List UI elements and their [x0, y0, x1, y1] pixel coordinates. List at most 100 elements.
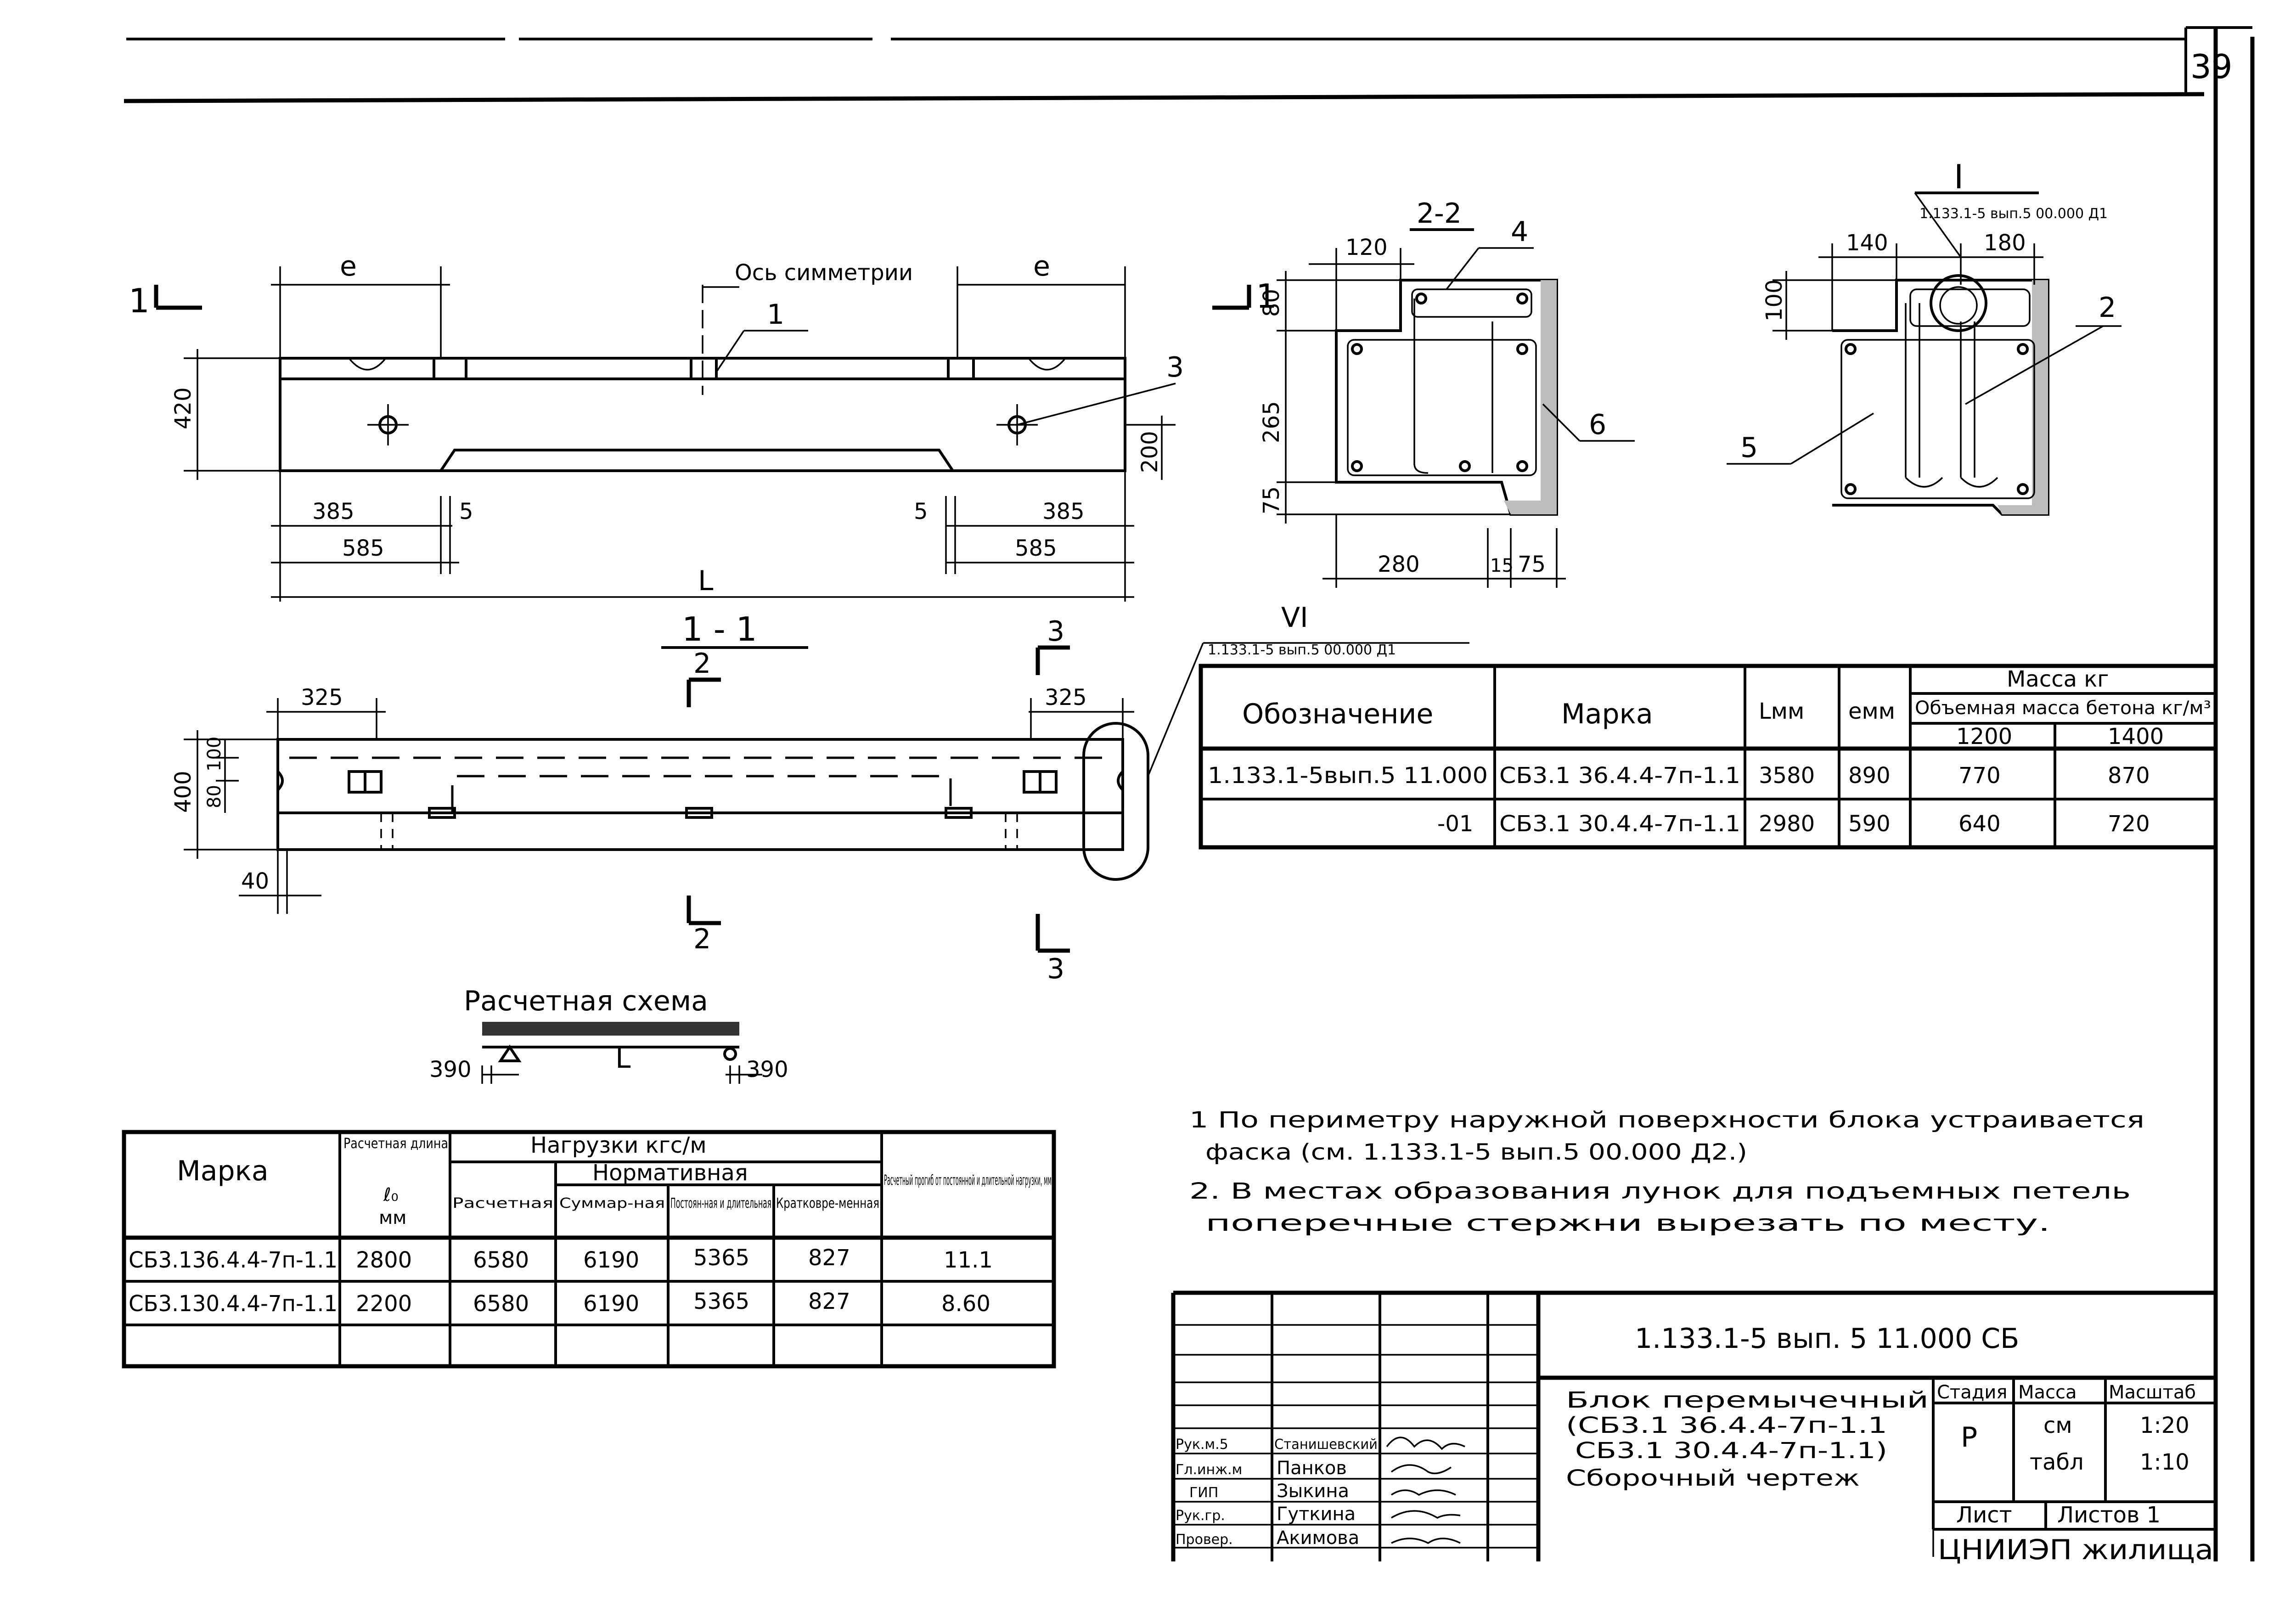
loads-header-mark: Марка [177, 1155, 269, 1187]
dim-80-vert: 80 [1259, 289, 1284, 317]
node-I-dim-100: 100 [1761, 279, 1787, 321]
design-scheme [481, 1022, 762, 1084]
loads-header-permanent: Постоян-ная и длительная [670, 1195, 771, 1211]
section-mark-3-bottom: 3 [1047, 953, 1064, 985]
loads-row-1-mark: СБ3.136.4.4-7п-1.1 [129, 1247, 338, 1273]
marks-row-2-designation: -01 [1437, 811, 1473, 837]
loads-row-1-design: 6580 [473, 1247, 529, 1273]
title-code: 1.133.1-5 вып. 5 11.000 СБ [1635, 1323, 2019, 1355]
dim-265: 265 [1259, 401, 1284, 443]
signature-name-1: Станишевский [1274, 1437, 1378, 1453]
title-name-line-2: (СБ3.1 36.4.4-7п-1.1 [1566, 1413, 1887, 1438]
section-2-2 [1277, 228, 1635, 588]
node-I-title: I [1954, 158, 1964, 196]
marks-row-2-e: 590 [1848, 811, 1891, 837]
dim-585-right: 585 [1015, 535, 1057, 561]
loads-row-2-deflection: 8.60 [941, 1291, 990, 1317]
dim-e-left: e [340, 250, 357, 282]
marks-header-1200: 1200 [1956, 724, 2012, 749]
stage-label: Стадия [1937, 1382, 2007, 1403]
scale-value-2: 1:10 [2140, 1449, 2189, 1475]
signature-name-2: Панков [1277, 1458, 1347, 1479]
marks-header-1400: 1400 [2108, 724, 2164, 749]
loads-header-l0: ℓ₀ [383, 1184, 399, 1206]
callout-6: 6 [1589, 409, 1606, 441]
marks-row-1-L: 3580 [1759, 763, 1815, 789]
loads-row-1-permanent: 5365 [693, 1245, 749, 1271]
marks-header-designation: Обозначение [1242, 698, 1433, 730]
note-2-line-2: поперечные стержни вырезать по месту. [1205, 1211, 2050, 1236]
node-I [1727, 192, 2122, 516]
node-I-dim-180: 180 [1984, 230, 2026, 256]
node-VI-ref: 1.133.1-5 вып.5 00.000 Д1 [1208, 642, 1396, 658]
signature-scribbles [1386, 1437, 1465, 1544]
dim-L: L [698, 565, 714, 597]
marks-row-2-m1200: 640 [1958, 811, 2001, 837]
dim-75-vert: 75 [1259, 486, 1284, 514]
signature-role-3: ГИП [1189, 1485, 1218, 1501]
page-number: 39 [2190, 47, 2233, 86]
title-name-line-1: Блок перемычечный [1566, 1387, 1929, 1413]
sheet-label: Лист [1956, 1502, 2012, 1528]
marks-row-1-designation: 1.133.1-5вып.5 11.000 [1208, 763, 1488, 789]
title-name-line-3: СБ3.1 30.4.4-7п-1.1) [1575, 1438, 1887, 1464]
marks-row-1-m1200: 770 [1958, 763, 2001, 789]
loads-row-2-length: 2200 [356, 1291, 412, 1317]
marks-header-L: Lмм [1759, 699, 1804, 724]
marks-row-1-m1400: 870 [2108, 763, 2150, 789]
section-2-2-title: 2-2 [1417, 197, 1462, 230]
section-1-1-title: 1 - 1 [682, 610, 757, 648]
note-2-line-1: 2. В местах образования лунок для подъем… [1189, 1178, 2131, 1204]
dim-100: 100 [204, 737, 225, 772]
marks-header-mass: Масса кг [2007, 666, 2109, 692]
marks-row-2-m1400: 720 [2108, 811, 2150, 837]
dim-385-right: 385 [1042, 499, 1085, 524]
dim-280: 280 [1378, 552, 1420, 577]
loads-row-1-deflection: 11.1 [944, 1247, 993, 1273]
callout-3: 3 [1166, 351, 1184, 383]
loads-header-total: Суммар-ная [559, 1195, 665, 1211]
section-mark-3-top: 3 [1047, 615, 1064, 648]
organization: ЦНИИЭП жилища [1938, 1534, 2213, 1566]
loads-row-2-mark: СБ3.130.4.4-7п-1.1 [129, 1291, 338, 1317]
mass-value-2: табл [2030, 1449, 2084, 1475]
symmetry-axis-label: Ось симметрии [735, 260, 913, 286]
dim-385-left: 385 [312, 499, 355, 524]
section-1-1 [184, 642, 1469, 953]
title-block [1171, 1290, 2216, 1561]
dim-5-right: 5 [914, 499, 928, 524]
callout-1: 1 [767, 299, 784, 331]
signature-role-4: Рук.гр. [1176, 1508, 1225, 1524]
mass-value-1: см [2043, 1413, 2072, 1438]
loads-row-2-total: 6190 [583, 1291, 639, 1317]
dim-height-420: 420 [170, 387, 196, 429]
scale-value-1: 1:20 [2140, 1413, 2189, 1438]
dim-80: 80 [204, 785, 225, 808]
dim-325-right: 325 [1045, 685, 1087, 710]
loads-row-2-design: 6580 [473, 1291, 529, 1317]
marks-header-mark: Марка [1561, 698, 1653, 730]
dim-75-horiz: 75 [1518, 552, 1546, 577]
section-mark-2-top: 2 [693, 648, 711, 680]
signature-role-1: Рук.м.5 [1176, 1437, 1228, 1453]
section-mark-2-bottom: 2 [693, 923, 711, 955]
title-name-line-4: Сборочный чертеж [1566, 1465, 1860, 1491]
scheme-title: Расчетная схема [464, 985, 708, 1017]
sheets-label: Листов 1 [2057, 1502, 2161, 1528]
mass-label: Масса [2018, 1382, 2077, 1403]
marks-row-1-mark: СБ3.1 36.4.4-7п-1.1 [1499, 763, 1740, 789]
loads-header-mm: мм [379, 1207, 406, 1228]
loads-row-2-permanent: 5365 [693, 1289, 749, 1314]
signature-name-4: Гуткина [1277, 1504, 1356, 1525]
loads-row-1-length: 2800 [356, 1247, 412, 1273]
elevation-section-mark-right: 1 [1256, 277, 1277, 316]
dim-15: 15 [1490, 555, 1514, 576]
marks-table [1199, 664, 2218, 850]
loads-header-length: Расчетная длина [343, 1136, 448, 1152]
dim-400: 400 [170, 771, 196, 813]
dim-120: 120 [1345, 235, 1388, 260]
node-I-ref: 1.133.1-5 вып.5 00.000 Д1 [1919, 206, 2108, 222]
scheme-right-390: 390 [746, 1057, 788, 1082]
stage-value: Р [1961, 1421, 1977, 1454]
